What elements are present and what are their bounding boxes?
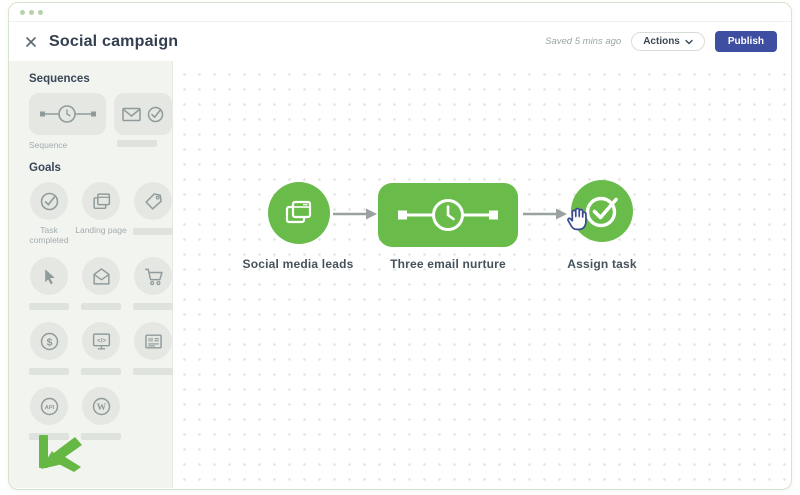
- landing-page-icon: [92, 192, 110, 209]
- wordpress-icon: W: [92, 397, 110, 415]
- goal-tile: [82, 182, 120, 220]
- open-email-icon: [92, 267, 110, 285]
- sequences-header: Sequences: [29, 73, 90, 85]
- node-social-media-leads[interactable]: [268, 182, 330, 244]
- money-icon: $: [40, 332, 58, 350]
- goal-task-completed[interactable]: Task completed: [23, 182, 75, 245]
- node-label: Assign task: [567, 257, 637, 271]
- publish-button[interactable]: Publish: [714, 31, 777, 52]
- goal-web-form[interactable]: [127, 322, 179, 375]
- chevron-down-icon: [685, 39, 693, 44]
- cursor-click-icon: [44, 268, 55, 284]
- goal-tag[interactable]: [127, 182, 179, 245]
- campaign-header: Social campaign Saved 5 mins ago Actions…: [9, 22, 791, 61]
- actions-button[interactable]: Actions: [631, 32, 705, 51]
- shopping-cart-icon: [144, 268, 163, 285]
- goal-label: Task completed: [29, 225, 69, 246]
- goal-tile: [134, 182, 172, 220]
- check-circle-icon: [147, 106, 164, 122]
- goal-tile: [30, 257, 68, 295]
- node-three-email-nurture[interactable]: [378, 183, 518, 247]
- goals-grid: Task completed Landing page: [23, 182, 173, 440]
- email-icon: [122, 107, 141, 121]
- task-completed-icon: [40, 192, 58, 210]
- goal-tile: [30, 182, 68, 220]
- svg-text:$: $: [46, 336, 52, 348]
- goal-tile: API: [30, 387, 68, 425]
- code-monitor-icon: </>: [92, 332, 110, 350]
- goal-label: Landing page: [75, 225, 127, 235]
- skeleton-text: [29, 433, 69, 440]
- skeleton-text: [29, 368, 69, 375]
- node-label: Three email nurture: [390, 257, 506, 271]
- goal-tile: W: [82, 387, 120, 425]
- tag-icon: [144, 192, 162, 210]
- skeleton-text: [81, 368, 121, 375]
- skeleton-text: [81, 433, 121, 440]
- app-window: Social campaign Saved 5 mins ago Actions…: [8, 2, 792, 490]
- goal-shopping-cart[interactable]: [127, 257, 179, 310]
- skeleton-text: [29, 303, 69, 310]
- actions-button-label: Actions: [643, 36, 680, 47]
- node-label: Social media leads: [242, 257, 354, 271]
- goal-tile: </>: [82, 322, 120, 360]
- goal-code-monitor[interactable]: </>: [75, 322, 127, 375]
- goal-landing-page[interactable]: Landing page: [75, 182, 127, 245]
- web-form-icon: [144, 333, 162, 349]
- connector-arrow: [333, 208, 377, 220]
- svg-text:W: W: [96, 402, 106, 412]
- page-title: Social campaign: [49, 32, 179, 50]
- sequence-tile-labels: Sequence: [29, 140, 172, 150]
- window-dot: [38, 9, 43, 15]
- goal-money[interactable]: $: [23, 322, 75, 375]
- sequence-tile[interactable]: [29, 93, 107, 135]
- skeleton-text: [133, 228, 173, 235]
- goals-header: Goals: [29, 162, 61, 174]
- keap-logo: [37, 434, 89, 472]
- sequence-timer-icon: [39, 105, 96, 123]
- header-actions: Saved 5 mins ago Actions Publish: [545, 31, 777, 52]
- skeleton-text: [117, 140, 157, 147]
- sequence-timer-icon: [398, 199, 498, 231]
- campaign-canvas[interactable]: Social media leads Three email n: [173, 61, 791, 488]
- window-dot: [29, 9, 34, 15]
- goal-open-email[interactable]: [75, 257, 127, 310]
- goal-tile: [134, 257, 172, 295]
- window-dot: [20, 9, 25, 15]
- window-titlebar: [9, 3, 791, 22]
- goal-api[interactable]: API: [23, 387, 75, 440]
- email-check-tile[interactable]: [114, 93, 172, 135]
- skeleton-text: [81, 303, 121, 310]
- node-assign-task[interactable]: [571, 180, 633, 242]
- close-icon[interactable]: [23, 34, 39, 50]
- check-circle-icon: [585, 196, 618, 228]
- connector-arrow: [523, 208, 567, 220]
- goal-tile: [134, 322, 172, 360]
- sequence-tiles: [29, 93, 172, 135]
- goal-cursor-click[interactable]: [23, 257, 75, 310]
- svg-text:API: API: [44, 404, 54, 410]
- skeleton-text: [133, 368, 173, 375]
- goal-tile: $: [30, 322, 68, 360]
- skeleton-text: [133, 303, 173, 310]
- main-content: Sequences: [9, 61, 791, 488]
- saved-status: Saved 5 mins ago: [545, 36, 622, 47]
- api-icon: API: [40, 397, 58, 415]
- sidebar: Sequences: [9, 61, 173, 488]
- goal-wordpress[interactable]: W: [75, 387, 127, 440]
- svg-text:</>: </>: [96, 337, 105, 344]
- sequence-label: Sequence: [29, 140, 68, 150]
- goal-tile: [82, 257, 120, 295]
- social-pages-icon: [285, 200, 312, 224]
